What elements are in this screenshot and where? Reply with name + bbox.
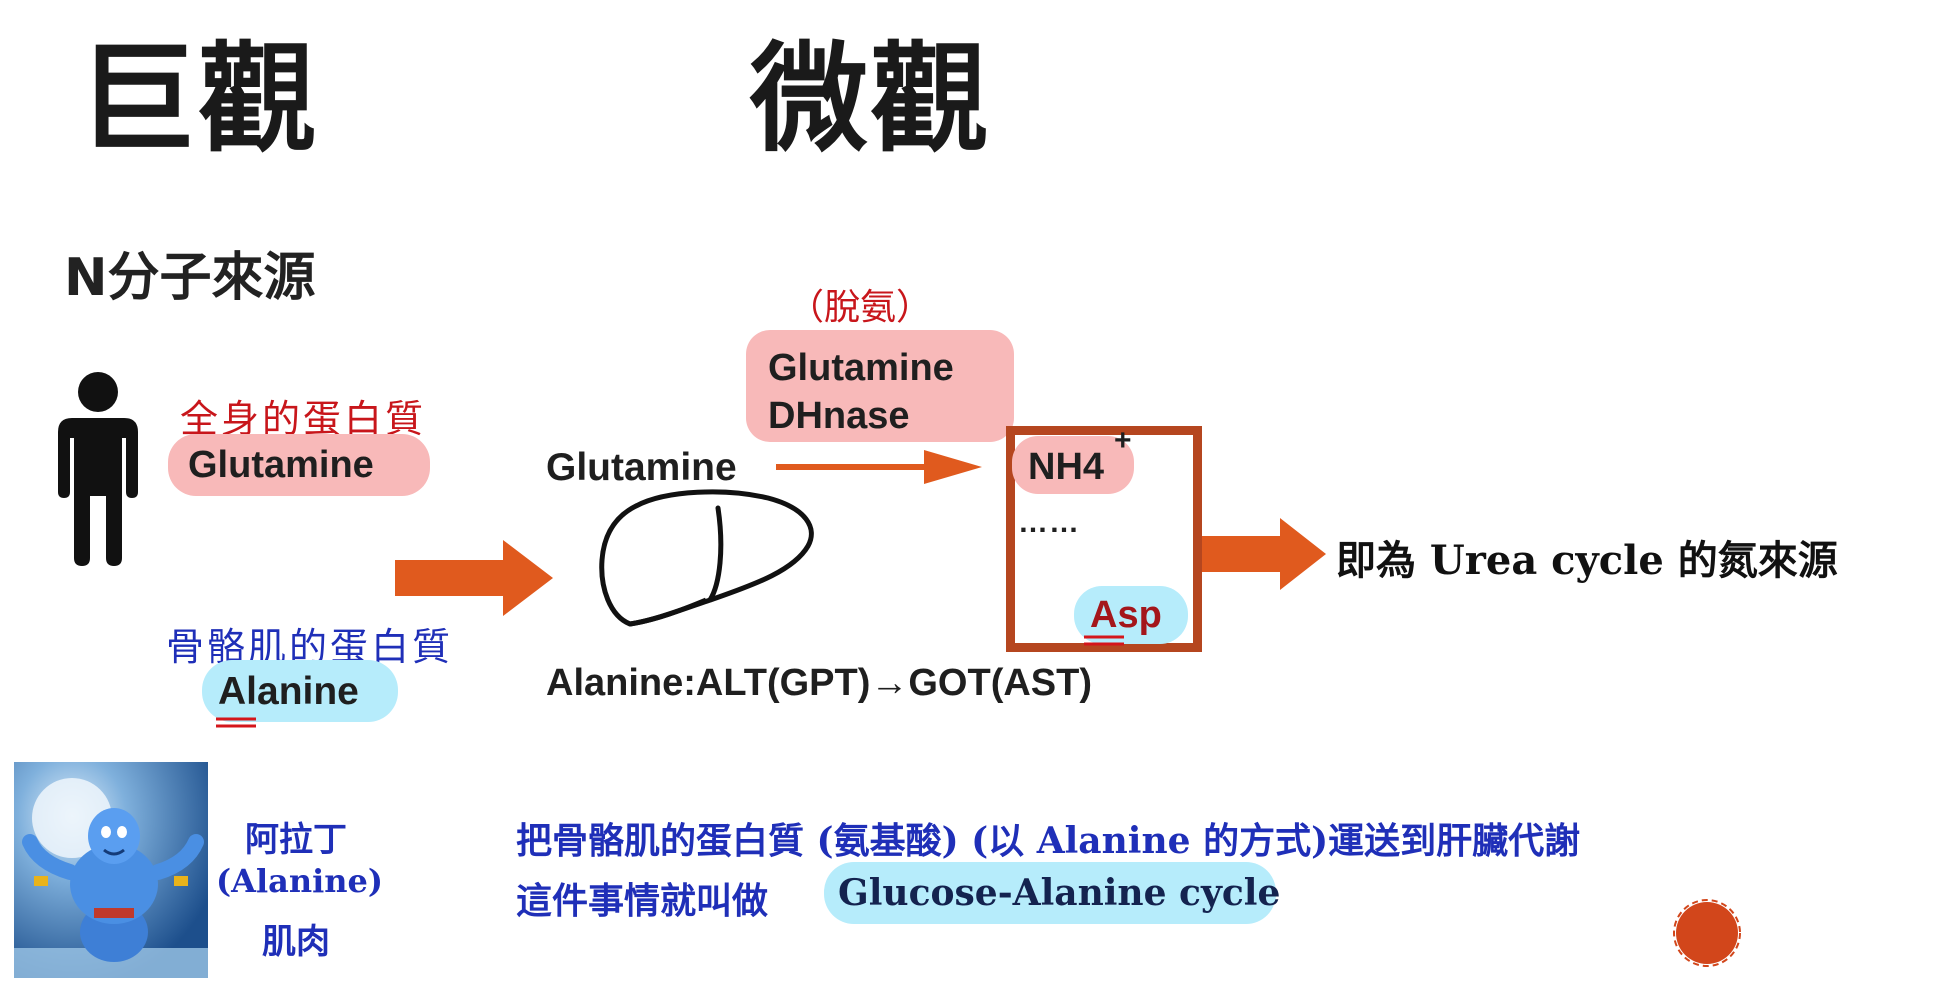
whole-body-protein-label: 全身的蛋白質 — [180, 397, 427, 441]
glutamine-pill: Glutamine — [168, 434, 430, 496]
arrow-to-urea — [1202, 518, 1326, 590]
enzyme-line2: DHnase — [768, 395, 910, 437]
glutamine-center-label: Glutamine — [546, 446, 737, 489]
person-icon — [58, 372, 138, 566]
asp-underline — [1084, 635, 1124, 646]
nh4-label: NH4 — [1028, 446, 1105, 488]
title-micro: 微觀 — [750, 30, 991, 168]
genie-line3: 肌肉 — [262, 922, 330, 962]
nh4-pill: NH4 — [1012, 436, 1134, 494]
alanine-pill: Alanine — [202, 660, 398, 722]
box-dots: …… — [1018, 506, 1080, 539]
alanine-underline — [216, 717, 256, 728]
section-n-source: N分子來源 — [64, 248, 316, 308]
nav-circle-button[interactable] — [1672, 898, 1742, 968]
enzyme-line1: Glutamine — [768, 347, 954, 389]
liver-icon — [599, 489, 814, 627]
genie-line2: (Alanine) — [216, 862, 384, 900]
genie-image — [14, 762, 208, 978]
glucose-alanine-label: Glucose-Alanine cycle — [838, 872, 1281, 914]
arrow-to-liver — [395, 540, 553, 616]
glucose-alanine-pill: Glucose-Alanine cycle — [824, 862, 1280, 924]
bottom-line2-prefix: 這件事情就叫做 — [516, 880, 769, 922]
genie-line1: 阿拉丁 — [245, 820, 347, 860]
bottom-line1: 把骨骼肌的蛋白質 (氨基酸) (以 Alanine 的方式)運送到肝臟代謝 — [516, 820, 1581, 862]
enzyme-pill: Glutamine DHnase — [746, 330, 1014, 442]
asp-label: Asp — [1090, 594, 1162, 636]
arrow-to-nh4 — [776, 450, 982, 484]
deamination-label: （脫氨） — [788, 287, 933, 328]
title-macro: 巨觀 — [78, 30, 319, 168]
alanine-path-label: Alanine:ALT(GPT)→GOT(AST) — [546, 662, 1093, 704]
alanine-left-label: Alanine — [218, 670, 359, 713]
glutamine-left-label: Glutamine — [188, 444, 374, 486]
urea-source-label: 即為 Urea cycle 的氮來源 — [1336, 537, 1838, 584]
nh4-charge: + — [1114, 424, 1132, 457]
asp-pill: Asp — [1074, 586, 1188, 644]
metabolite-box — [1006, 426, 1202, 652]
